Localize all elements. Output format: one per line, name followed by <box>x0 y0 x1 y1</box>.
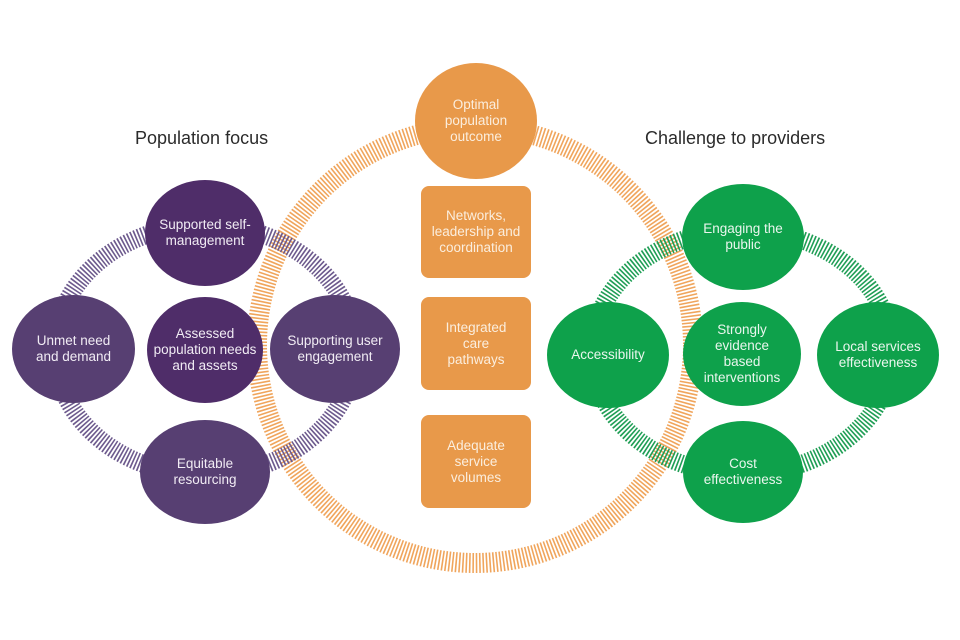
node-label: Supported self- management <box>159 217 251 248</box>
node-label: Optimal population outcome <box>444 97 508 144</box>
assessed-population-needs-node: Assessed population needs and assets <box>147 297 263 403</box>
networks-leadership-box: Networks, leadership and coordination <box>421 186 531 278</box>
accessibility-node: Accessibility <box>547 302 669 408</box>
node-label: Engaging the public <box>703 221 783 252</box>
node-label: Networks, leadership and coordination <box>431 208 521 255</box>
node-label: Supporting user engagement <box>287 333 383 364</box>
adequate-service-volumes-box: Adequate service volumes <box>421 415 531 508</box>
equitable-resourcing-node: Equitable resourcing <box>140 420 270 524</box>
node-label: Accessibility <box>571 347 645 362</box>
node-label: Assessed population needs and assets <box>153 326 257 373</box>
strongly-evidence-based-interventions-node: Strongly evidence based interventions <box>683 302 801 406</box>
population-focus-heading: Population focus <box>135 128 269 148</box>
supported-self-management-node: Supported self- management <box>145 180 265 286</box>
challenge-to-providers-heading: Challenge to providers <box>645 128 826 148</box>
node-label: Cost effectiveness <box>703 456 783 487</box>
node-label: Unmet need and demand <box>35 333 112 364</box>
integrated-care-pathways-box: Integrated care pathways <box>421 297 531 390</box>
local-services-effectiveness-node: Local services effectiveness <box>817 302 939 408</box>
supporting-user-engagement-node: Supporting user engagement <box>270 295 400 403</box>
node-label: Adequate service volumes <box>447 437 505 485</box>
node-label: Local services effectiveness <box>835 339 921 370</box>
node-label: Strongly evidence based interventions <box>703 322 781 385</box>
cost-effectiveness-node: Cost effectiveness <box>683 421 803 523</box>
node-label: Equitable resourcing <box>173 456 237 487</box>
optimal-population-outcome-node: Optimal population outcome <box>415 63 537 179</box>
node-label: Integrated care pathways <box>445 319 507 367</box>
unmet-need-node: Unmet need and demand <box>12 295 135 403</box>
engaging-the-public-node: Engaging the public <box>682 184 804 290</box>
